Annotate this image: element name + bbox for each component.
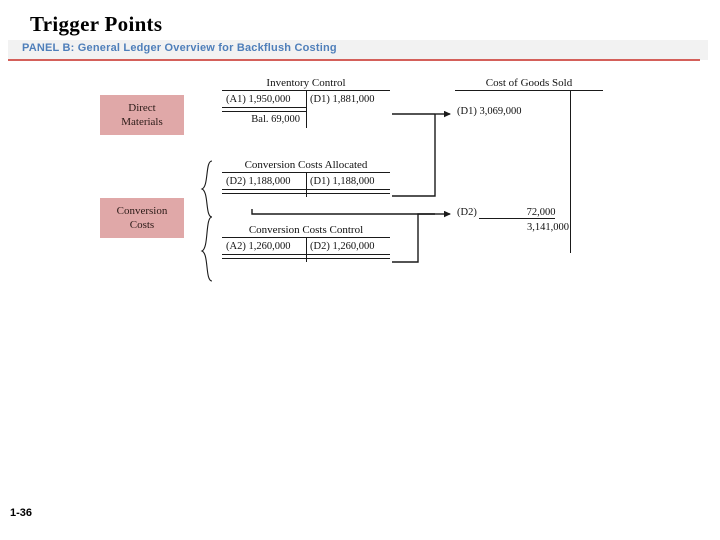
- t-account-debit-entry: (A1) 1,950,000: [222, 91, 306, 107]
- t-account-title: Cost of Goods Sold: [485, 77, 573, 89]
- t-account-credit-entry: (D1) 1,881,000: [306, 91, 390, 107]
- entry-amount: 1,260,000: [248, 241, 291, 252]
- t-account-conversion-costs-control: Conversion Costs Control (A2) 1,260,000 …: [222, 224, 390, 262]
- entry-ref: (D1): [310, 94, 330, 105]
- trigger-label-line1: Direct: [128, 102, 156, 114]
- t-account-inventory-control: Inventory Control (A1) 1,950,000 (D1) 1,…: [222, 77, 390, 128]
- t-account-center-line-lower: [306, 112, 307, 128]
- entry-ref: (A1): [226, 94, 246, 105]
- entry-ref: (D2): [226, 176, 246, 187]
- t-account-body: (A2) 1,260,000 (D2) 1,260,000: [222, 238, 390, 262]
- trigger-label-line1: Conversion: [116, 205, 168, 217]
- entry-ref: (D1): [310, 176, 330, 187]
- t-account-balance: Bal. 69,000: [251, 114, 300, 125]
- t-account-double-rule: [222, 107, 306, 112]
- t-account-cost-of-goods-sold: Cost of Goods Sold: [455, 77, 603, 253]
- t-account-center-line: [306, 173, 307, 197]
- cogs-entry-d1: (D1) 3,069,000: [457, 106, 521, 117]
- trigger-box-direct-materials: Direct Materials: [100, 95, 184, 135]
- slide-number: 1-36: [10, 507, 33, 519]
- entry-amount: 1,188,000: [332, 176, 375, 187]
- entry-amount: 72,000: [479, 207, 556, 219]
- t-account-body: (A1) 1,950,000 (D1) 1,881,000: [222, 91, 390, 115]
- panel-banner: [8, 40, 708, 60]
- cogs-total-amount: 3,141,000: [527, 222, 569, 233]
- entry-ref: (D2): [457, 207, 477, 218]
- trigger-label-line2: Materials: [121, 116, 163, 128]
- flow-cc-allocated-to-cogs: [392, 114, 436, 197]
- entry-amount: 1,188,000: [248, 176, 291, 187]
- t-account-conversion-costs-allocated: Conversion Costs Allocated (D2) 1,188,00…: [222, 159, 390, 197]
- trigger-box-conversion-costs: Conversion Costs: [100, 198, 184, 238]
- t-account-center-line: [306, 238, 307, 262]
- t-account-top-rule: [455, 90, 603, 91]
- flow-cc-control-to-cogs: [392, 213, 435, 263]
- t-account-title: Conversion Costs Control: [248, 224, 364, 236]
- entry-amount: 1,950,000: [248, 94, 291, 105]
- t-account-debit-entry: (A2) 1,260,000: [222, 238, 306, 254]
- entry-ref: (D2): [310, 241, 330, 252]
- t-account-title: Inventory Control: [266, 77, 346, 89]
- t-account-body: (D2) 1,188,000 (D1) 1,188,000: [222, 173, 390, 197]
- t-account-center-line: [570, 91, 571, 253]
- t-account-top-rule: [222, 90, 390, 91]
- t-account-debit-entry: (D2) 1,188,000: [222, 173, 306, 189]
- panel-subtitle: PANEL B: General Ledger Overview for Bac…: [22, 42, 337, 54]
- flow-cc-allocated-debit-to-cogs: [251, 209, 435, 215]
- t-account-top-rule: [222, 237, 390, 238]
- t-account-top-rule: [222, 172, 390, 173]
- entry-amount: 3,069,000: [479, 106, 522, 117]
- cogs-entry-d2: (D2) 72,000: [457, 207, 556, 219]
- panel-divider-rule: [8, 59, 700, 61]
- t-account-credit-entry: (D2) 1,260,000: [306, 238, 390, 254]
- entry-ref: (A2): [226, 241, 246, 252]
- entry-amount: 1,260,000: [332, 241, 375, 252]
- t-account-center-line: [306, 91, 307, 115]
- entry-amount: 1,881,000: [332, 94, 375, 105]
- t-account-credit-entry: (D1) 1,188,000: [306, 173, 390, 189]
- t-account-title: Conversion Costs Allocated: [244, 159, 368, 171]
- trigger-label-line2: Costs: [129, 219, 155, 231]
- entry-ref: (D1): [457, 106, 477, 117]
- page-title: Trigger Points: [30, 12, 163, 36]
- conversion-costs-brace: [200, 160, 213, 282]
